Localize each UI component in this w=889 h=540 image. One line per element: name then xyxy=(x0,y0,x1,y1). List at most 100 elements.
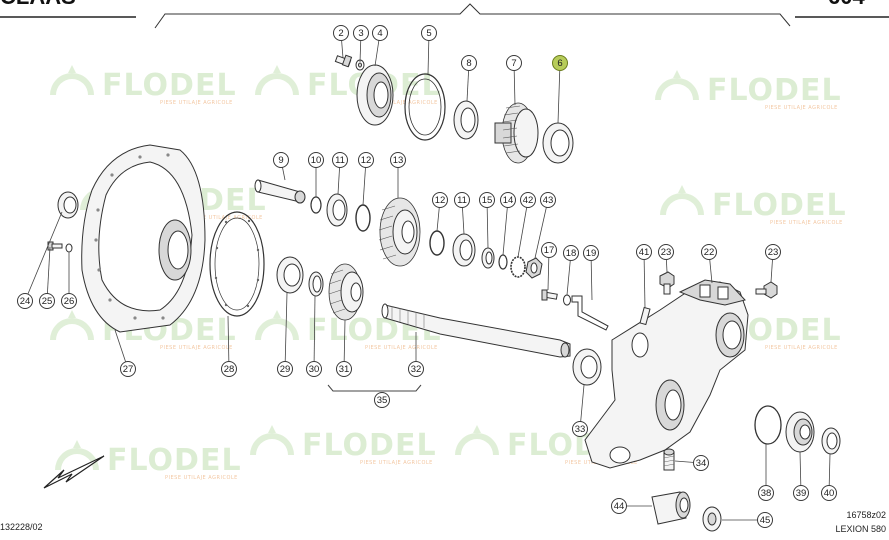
callout-42[interactable]: 42 xyxy=(520,192,536,208)
callout-23[interactable]: 23 xyxy=(658,244,674,260)
callout-label: 2 xyxy=(338,28,343,39)
callout-23[interactable]: 23 xyxy=(765,244,781,260)
callout-label: 12 xyxy=(361,155,372,166)
header: CLAAS 604 xyxy=(0,0,889,29)
callout-label: 26 xyxy=(64,296,75,307)
part-24-seal xyxy=(57,191,79,219)
callout-11[interactable]: 11 xyxy=(332,152,348,168)
callout-7[interactable]: 7 xyxy=(506,55,522,71)
callout-label: 5 xyxy=(426,28,431,39)
callout-32[interactable]: 32 xyxy=(408,361,424,377)
footer-left-code: 132228/02 xyxy=(0,522,43,532)
callout-circle xyxy=(277,361,293,377)
part-15-spacer xyxy=(481,247,495,269)
callout-circle xyxy=(306,361,322,377)
callout-29[interactable]: 29 xyxy=(277,361,293,377)
watermark-brand: FLODEL xyxy=(107,443,242,478)
callout-8[interactable]: 8 xyxy=(461,55,477,71)
callout-4[interactable]: 4 xyxy=(372,25,388,41)
leader-c6 xyxy=(557,62,561,124)
group-bracket-top xyxy=(154,3,791,29)
callout-circle xyxy=(658,244,674,260)
callout-45[interactable]: 45 xyxy=(757,512,773,528)
callout-10[interactable]: 10 xyxy=(308,152,324,168)
callout-25[interactable]: 25 xyxy=(39,293,55,309)
part-34-breather xyxy=(663,448,675,471)
watermark-brand: FLODEL xyxy=(302,428,437,463)
callout-12[interactable]: 12 xyxy=(358,152,374,168)
callout-label: 4 xyxy=(377,28,382,39)
part-8-bearing xyxy=(453,100,479,140)
callout-5[interactable]: 5 xyxy=(421,25,437,41)
callout-label: 29 xyxy=(280,364,291,375)
callout-9[interactable]: 9 xyxy=(273,152,289,168)
callout-label: 14 xyxy=(503,195,514,206)
callout-38[interactable]: 38 xyxy=(758,485,774,501)
callout-label: 27 xyxy=(123,364,134,375)
part-41-pin xyxy=(639,306,651,326)
part-32-shaft xyxy=(381,303,571,358)
callout-circle xyxy=(372,25,388,41)
callout-label: 13 xyxy=(393,155,404,166)
callout-27[interactable]: 27 xyxy=(120,361,136,377)
callout-circle xyxy=(332,152,348,168)
callout-41[interactable]: 41 xyxy=(636,244,652,260)
callout-circle xyxy=(541,242,557,258)
callout-circle xyxy=(221,361,237,377)
part-23-plug-right xyxy=(755,281,778,299)
callout-33[interactable]: 33 xyxy=(572,421,588,437)
part-11-bearing-upper xyxy=(326,193,348,227)
callout-circle xyxy=(611,498,627,514)
callout-2[interactable]: 2 xyxy=(333,25,349,41)
callout-3[interactable]: 3 xyxy=(353,25,369,41)
callout-circle xyxy=(390,152,406,168)
callout-24[interactable]: 24 xyxy=(17,293,33,309)
callout-15[interactable]: 15 xyxy=(479,192,495,208)
callout-22[interactable]: 22 xyxy=(701,244,717,260)
callout-17[interactable]: 17 xyxy=(541,242,557,258)
part-33-bearing xyxy=(572,348,602,386)
callout-19[interactable]: 19 xyxy=(583,245,599,261)
callout-43[interactable]: 43 xyxy=(540,192,556,208)
leader-c29 xyxy=(284,292,288,370)
callout-31[interactable]: 31 xyxy=(336,361,352,377)
part-40-seal xyxy=(821,427,841,455)
callout-13[interactable]: 13 xyxy=(390,152,406,168)
callout-circle xyxy=(61,293,77,309)
callout-circle xyxy=(336,361,352,377)
callout-26[interactable]: 26 xyxy=(61,293,77,309)
watermark-logo-icon xyxy=(655,70,699,100)
callout-circle xyxy=(17,293,33,309)
callout-circle xyxy=(540,192,556,208)
callout-18[interactable]: 18 xyxy=(563,245,579,261)
callout-label: 38 xyxy=(761,488,772,499)
callout-28[interactable]: 28 xyxy=(221,361,237,377)
callout-40[interactable]: 40 xyxy=(821,485,837,501)
callout-label: 15 xyxy=(482,195,493,206)
callout-39[interactable]: 39 xyxy=(793,485,809,501)
callout-label: 41 xyxy=(639,247,650,258)
watermark-logo-icon xyxy=(55,440,99,470)
callout-35[interactable]: 35 xyxy=(374,392,390,408)
leader-c42 xyxy=(517,199,529,258)
callout-circle xyxy=(120,361,136,377)
callout-44[interactable]: 44 xyxy=(611,498,627,514)
callout-circle xyxy=(408,361,424,377)
callout-6[interactable]: 6 xyxy=(552,55,568,71)
callout-circle xyxy=(552,55,568,71)
watermark-brand: FLODEL xyxy=(712,188,847,223)
callout-label: 12 xyxy=(435,195,446,206)
callout-34[interactable]: 34 xyxy=(693,455,709,471)
callout-14[interactable]: 14 xyxy=(500,192,516,208)
watermark-tagline: PIESE UTILAJE AGRICOLE xyxy=(770,220,843,226)
callout-12[interactable]: 12 xyxy=(432,192,448,208)
direction-arrow-icon xyxy=(43,455,105,489)
callout-label: 19 xyxy=(586,248,597,259)
callout-30[interactable]: 30 xyxy=(306,361,322,377)
part-45-cap xyxy=(702,506,722,532)
callout-11[interactable]: 11 xyxy=(454,192,470,208)
callout-label: 44 xyxy=(614,501,625,512)
watermark-tagline: PIESE UTILAJE AGRICOLE xyxy=(165,475,238,481)
